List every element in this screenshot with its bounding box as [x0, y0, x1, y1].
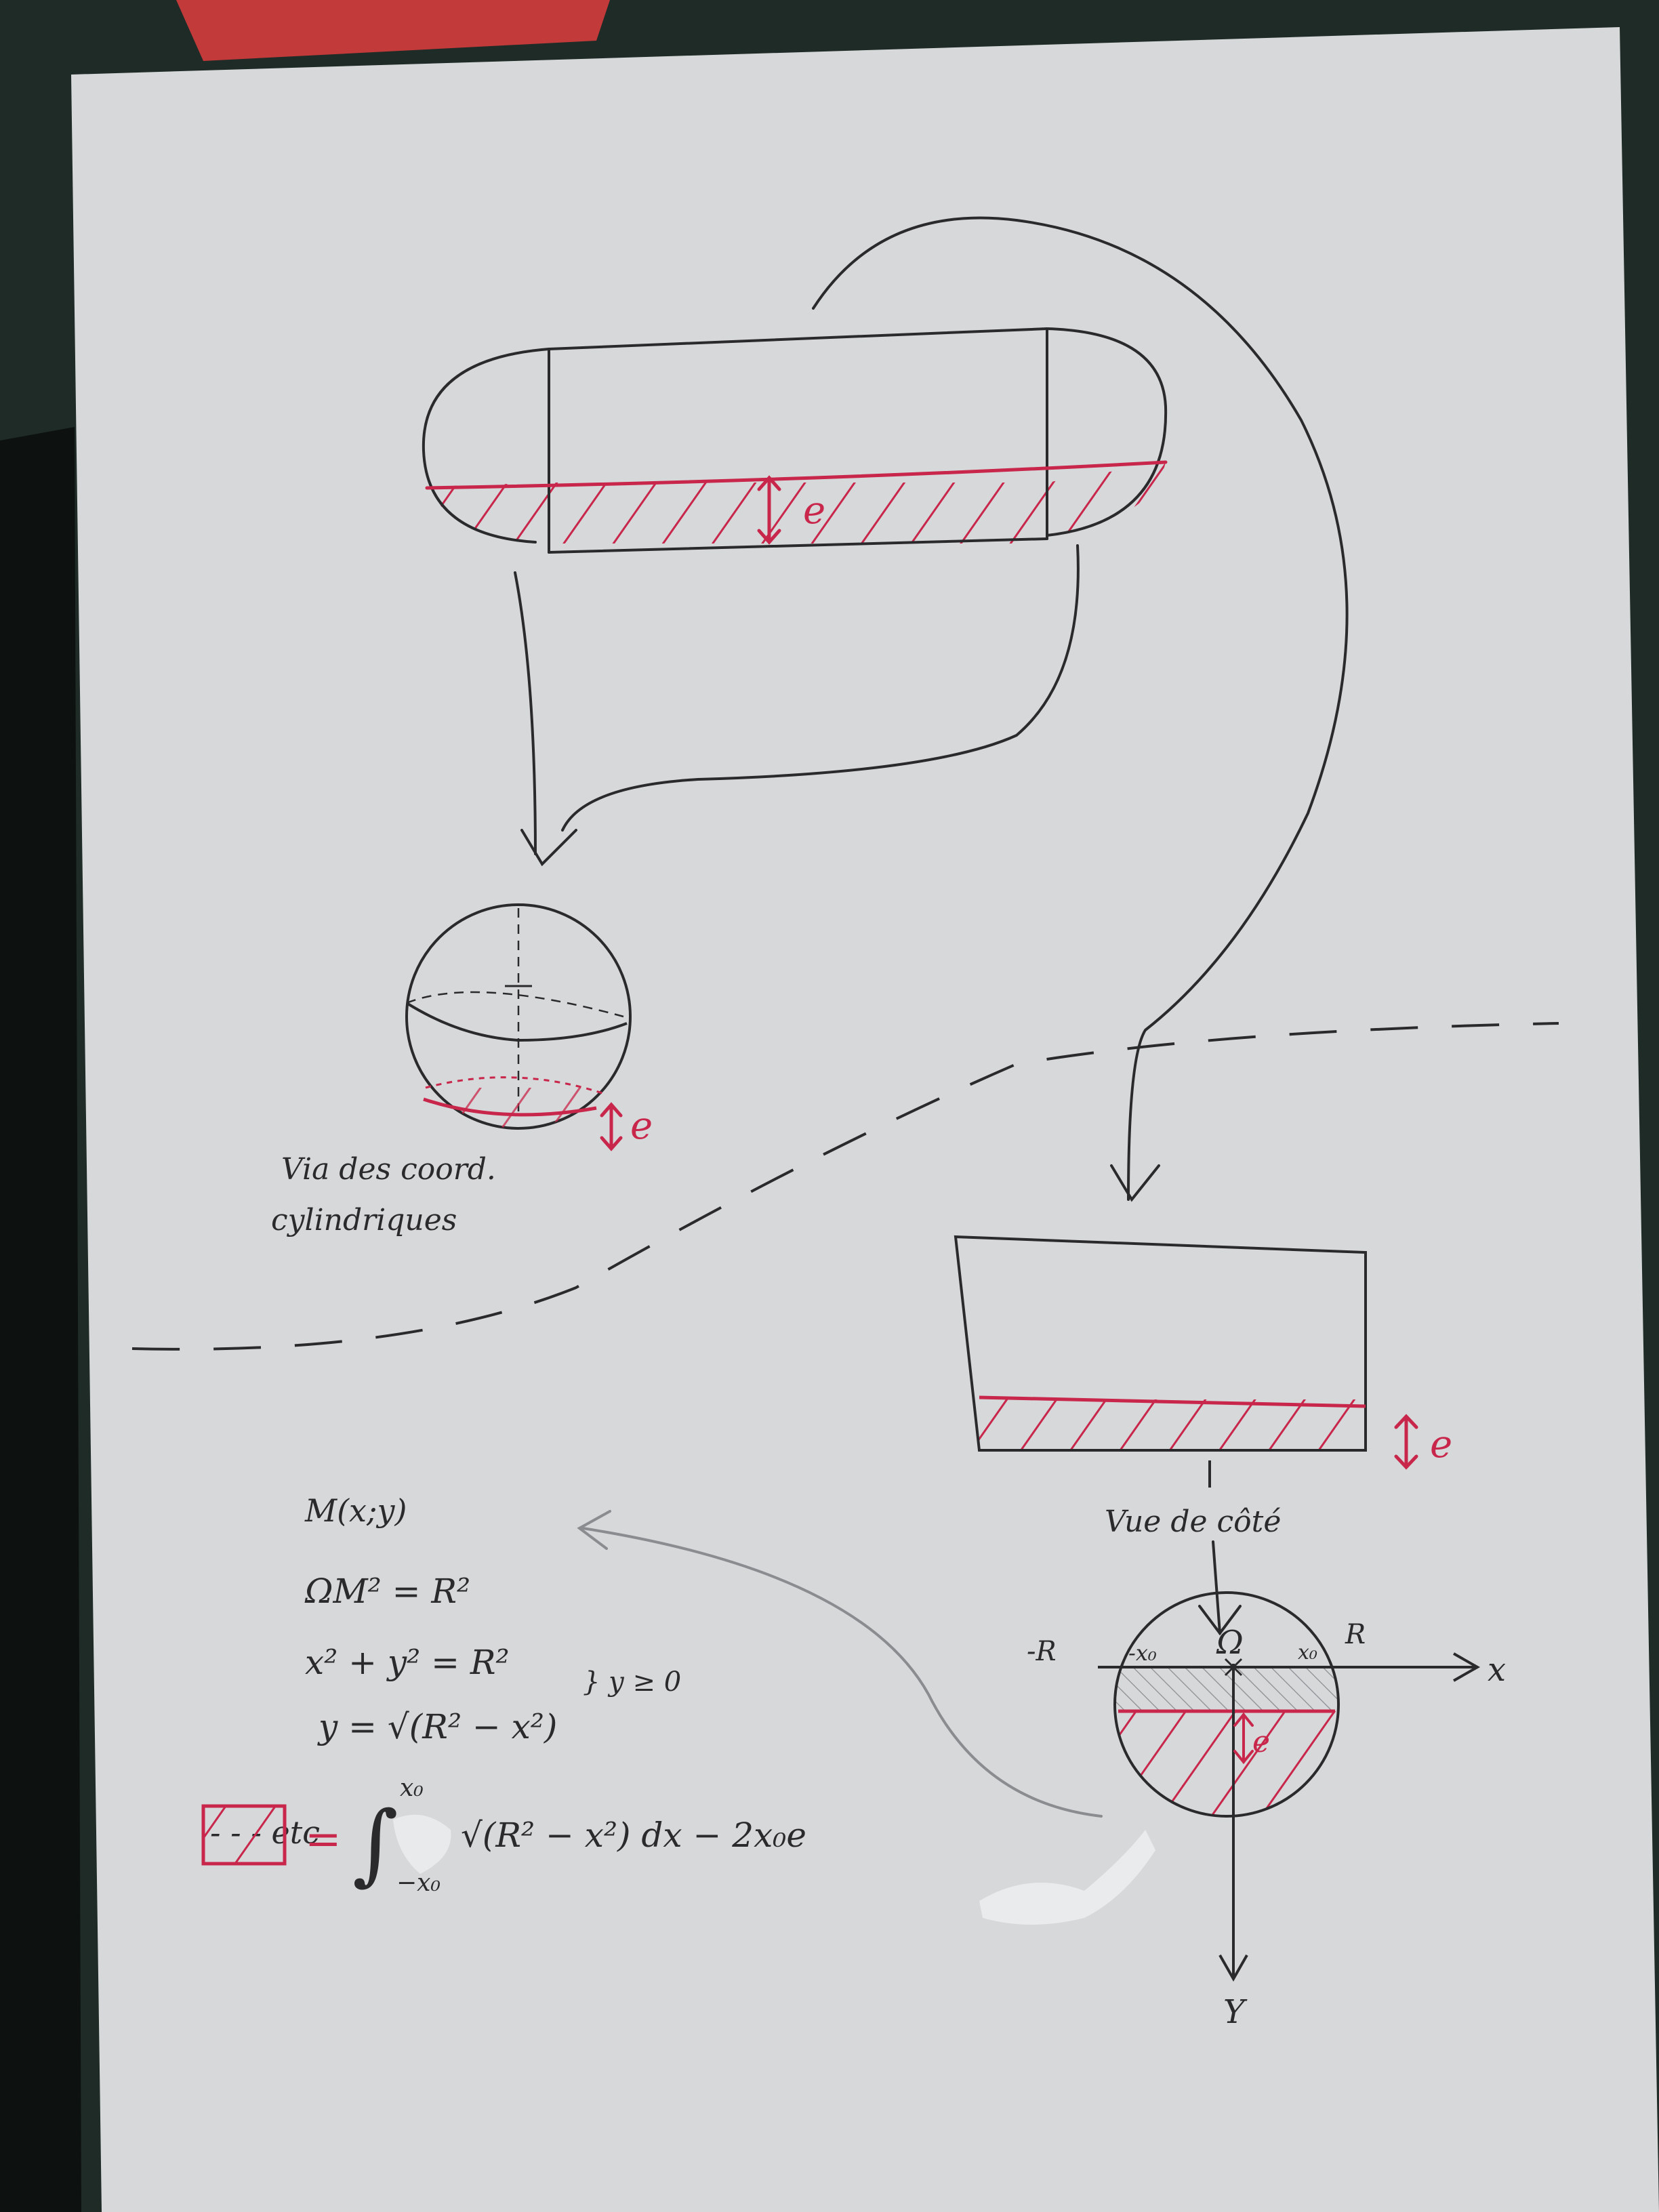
y-axis-arrowhead: [1218, 1954, 1248, 1982]
sphere-caption-line1: Via des coord.: [281, 1152, 496, 1187]
dark-edge-left: [0, 427, 81, 2212]
tank-left-cap: [422, 348, 550, 544]
tank-liquid-hatch: [549, 483, 1047, 544]
math-line-2: ΩM² = R²: [304, 1572, 470, 1611]
sphere-thickness-arrow: [600, 1102, 623, 1151]
tank-top-view: [422, 327, 1168, 554]
side-view: [954, 1235, 1418, 1470]
sphere-liquid-level: [423, 1097, 597, 1117]
eraser-smudge-small: [393, 1814, 451, 1874]
eraser-smudge: [979, 1830, 1155, 1925]
math-equals: =: [305, 1814, 342, 1864]
x-axis-arrowhead: [1453, 1652, 1481, 1682]
math-line-1: M(x;y): [304, 1492, 407, 1529]
sphere-thickness-label: e: [630, 1104, 653, 1148]
plus-r-label: R: [1345, 1619, 1366, 1650]
origin-mark: [1224, 1658, 1243, 1677]
separator-dashed-line: [131, 1022, 1559, 1351]
tank-thickness-arrow: [757, 475, 781, 545]
integral-sign: ∫: [352, 1792, 398, 1895]
math-condition: } y ≥ 0: [583, 1666, 681, 1698]
minus-x0-label: -x₀: [1128, 1640, 1157, 1666]
paper-sheet: [71, 27, 1659, 2212]
tank-right-cap: [1046, 327, 1168, 537]
math-line-4: y = √(R² − x²): [317, 1707, 557, 1746]
side-view-caption: Vue de côté: [1105, 1504, 1281, 1539]
tank-liquid-hatch-right: [1047, 462, 1166, 535]
arrow-to-side-view: [812, 216, 1349, 1202]
tank-liquid-level: [425, 460, 1168, 490]
side-view-thickness-label: e: [1430, 1422, 1452, 1467]
integral-lower-bound: −x₀: [396, 1869, 441, 1897]
sphere-caption-line2: cylindriques: [271, 1203, 457, 1237]
tank-bottom-edge: [548, 537, 1048, 554]
side-view-liquid-level: [979, 1395, 1366, 1408]
center-label: Ω: [1216, 1624, 1244, 1662]
sphere-liquid-back: [425, 1076, 607, 1096]
integrand: √(R² − x²) dx − 2x₀e: [461, 1816, 806, 1855]
arrow-to-sphere: [514, 544, 1080, 867]
math-line-3: x² + y² = R²: [305, 1643, 510, 1682]
circle-outline: [1113, 1591, 1340, 1818]
integral-upper-bound: x₀: [400, 1774, 424, 1802]
red-object-top: [176, 0, 610, 61]
minus-r-label: -R: [1027, 1636, 1057, 1667]
tank-thickness-label: e: [803, 489, 825, 533]
circle-thickness-label: e: [1252, 1725, 1270, 1759]
pencil-arrow-to-math: [577, 1510, 1103, 1818]
side-view-liquid-hatch: [979, 1399, 1366, 1450]
y-axis-label: Y: [1223, 1993, 1248, 2031]
hatched-area-symbol: [201, 1804, 287, 1866]
arrow-to-circle: [1198, 1540, 1242, 1636]
tank-top-edge: [548, 327, 1048, 350]
circle-thickness-arrow: [1233, 1712, 1254, 1765]
tank-liquid-hatch-left: [430, 483, 549, 544]
side-view-thickness-arrow: [1394, 1414, 1418, 1470]
sphere-equator-back: [406, 991, 624, 1018]
side-view-outline: [954, 1235, 1367, 1452]
plus-x0-label: x₀: [1298, 1641, 1317, 1664]
x-axis-label: x: [1488, 1651, 1506, 1689]
